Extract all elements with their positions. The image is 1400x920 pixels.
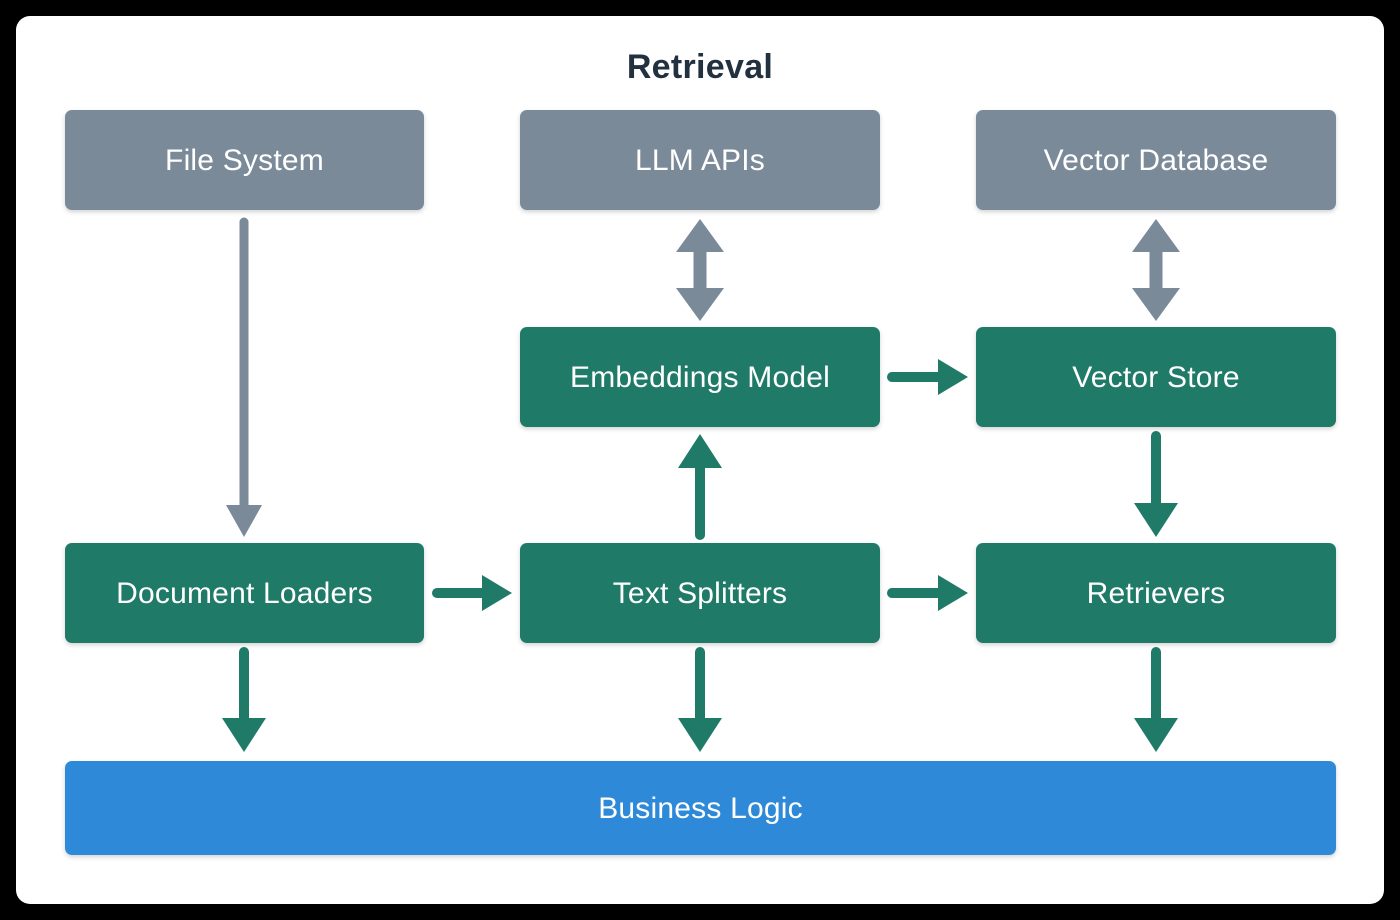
node-business-logic[interactable]: Business Logic (65, 761, 1336, 855)
edge-document-loaders-to-business-logic (222, 647, 266, 752)
edge-vector-database-to-vector-store (1132, 219, 1180, 321)
node-llm-apis[interactable]: LLM APIs (520, 110, 880, 210)
node-label: Vector Store (1072, 360, 1240, 394)
edge-text-splitters-to-business-logic (678, 647, 722, 752)
edge-vector-store-to-retrievers (1134, 431, 1178, 537)
node-vector-database[interactable]: Vector Database (976, 110, 1336, 210)
node-label: Business Logic (598, 791, 803, 825)
edge-text-splitters-to-embeddings-model (678, 434, 722, 540)
node-label: LLM APIs (635, 143, 765, 177)
node-label: Vector Database (1043, 143, 1269, 177)
node-document-loaders[interactable]: Document Loaders (65, 543, 424, 643)
edge-file-system-to-document-loaders (226, 217, 262, 537)
node-text-splitters[interactable]: Text Splitters (520, 543, 880, 643)
node-label: Document Loaders (116, 576, 373, 610)
edge-text-splitters-to-retrievers (887, 575, 968, 611)
node-vector-store[interactable]: Vector Store (976, 327, 1336, 427)
node-label: Text Splitters (612, 576, 788, 610)
node-label: Retrievers (1086, 576, 1226, 610)
edge-llm-apis-to-embeddings-model (676, 219, 724, 321)
edge-document-loaders-to-text-splitters (432, 575, 512, 611)
node-label: File System (165, 143, 324, 177)
node-retrievers[interactable]: Retrievers (976, 543, 1336, 643)
node-embeddings-model[interactable]: Embeddings Model (520, 327, 880, 427)
edge-retrievers-to-business-logic (1134, 647, 1178, 752)
page-title: Retrieval (626, 48, 774, 86)
node-label: Embeddings Model (569, 360, 831, 394)
edge-embeddings-model-to-vector-store (887, 359, 968, 395)
node-file-system[interactable]: File System (65, 110, 424, 210)
